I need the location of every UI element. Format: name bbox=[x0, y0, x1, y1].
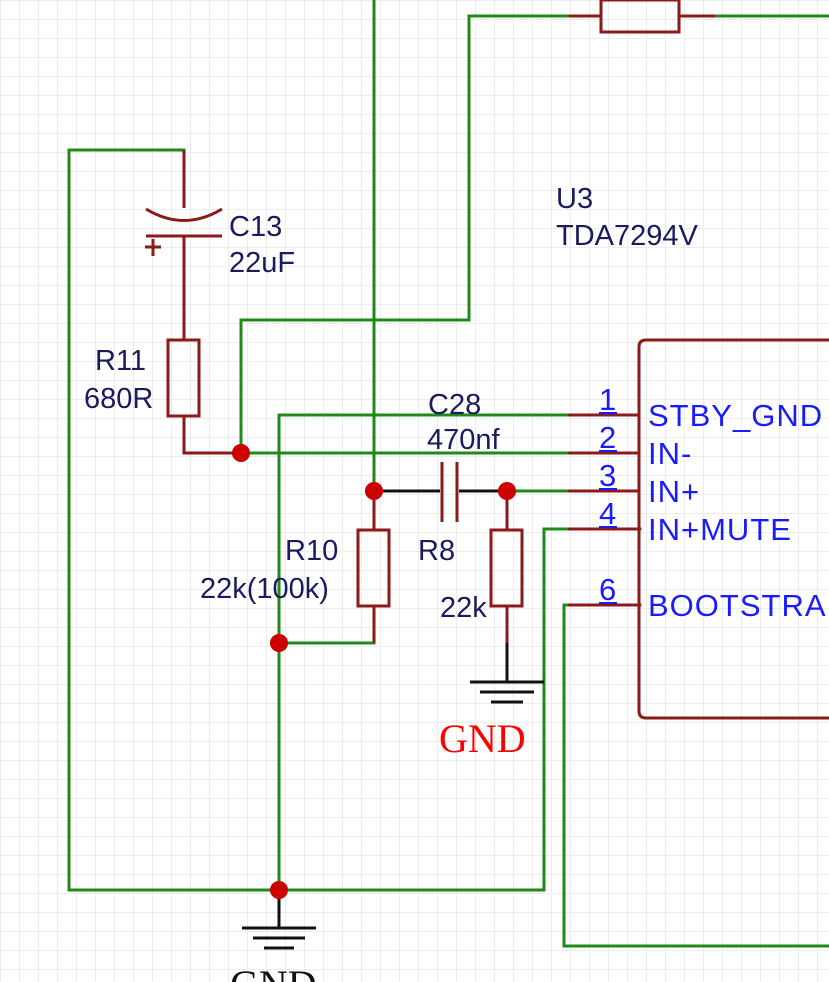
gnd-bottom-label: GND bbox=[230, 962, 317, 982]
wire-stby-gnd bbox=[277, 413, 570, 892]
wire-feedback-to-in-minus bbox=[239, 14, 471, 455]
ic-pin-1-name: STBY_GND bbox=[648, 398, 823, 433]
r8-value: 22k bbox=[440, 592, 487, 624]
c28-plates[interactable] bbox=[440, 462, 459, 522]
c13-designator: C13 bbox=[229, 211, 282, 243]
r11-bottom-lead bbox=[182, 416, 241, 455]
ic-part-number: TDA7294V bbox=[556, 220, 699, 252]
pin-number-underlines bbox=[599, 412, 617, 604]
gnd-bottom-icon bbox=[242, 890, 316, 950]
r10-designator: R10 bbox=[285, 535, 338, 567]
wire-r10-bottom bbox=[277, 604, 376, 645]
ic-pin-6-name: BOOTSTRAP bbox=[648, 588, 829, 623]
ic-pin-2-number: 2 bbox=[599, 420, 616, 455]
c28-value: 470nf bbox=[427, 424, 501, 456]
r8-body[interactable] bbox=[489, 528, 524, 608]
r10-body[interactable] bbox=[356, 528, 391, 608]
ic-designator: U3 bbox=[556, 183, 593, 215]
junction-c28-r8[interactable] bbox=[498, 482, 516, 500]
ic-pin-6-number: 6 bbox=[599, 572, 616, 607]
ic-pin-3-number: 3 bbox=[599, 458, 616, 493]
wires bbox=[67, 0, 829, 948]
junctions bbox=[232, 444, 516, 899]
wire-left-loop-to-mute bbox=[67, 148, 642, 892]
c28-designator: C28 bbox=[428, 389, 481, 421]
gnd-right-icon bbox=[470, 643, 544, 704]
ic-pin-2-name: IN- bbox=[648, 436, 692, 471]
top-resistor-body[interactable] bbox=[599, 0, 681, 34]
r11-body[interactable] bbox=[166, 338, 201, 418]
r10-value: 22k(100k) bbox=[200, 573, 329, 605]
junction-r10-c28[interactable] bbox=[365, 482, 383, 500]
ic-pin-4-number: 4 bbox=[599, 496, 616, 531]
c13-curved-plate[interactable] bbox=[145, 207, 223, 222]
labels: U3 TDA7294V C13 22uF R11 680R C28 470nf … bbox=[84, 183, 829, 982]
c13-plus-icon bbox=[145, 239, 161, 256]
junction-r10-bottom[interactable] bbox=[270, 634, 288, 652]
component-graphics bbox=[145, 0, 829, 950]
ic-pin-1-number: 1 bbox=[599, 382, 616, 417]
c13-value: 22uF bbox=[229, 247, 295, 279]
r11-designator: R11 bbox=[95, 345, 146, 377]
junction-in-minus[interactable] bbox=[232, 444, 250, 462]
junction-ground[interactable] bbox=[270, 881, 288, 899]
wire-bootstrap bbox=[562, 603, 829, 948]
r11-value: 680R bbox=[84, 383, 153, 415]
ic-pin-4-name: IN+MUTE bbox=[648, 512, 792, 547]
ic-pin-3-name: IN+ bbox=[648, 474, 700, 509]
gnd-right-label: GND bbox=[439, 716, 526, 761]
r8-designator: R8 bbox=[418, 535, 455, 567]
